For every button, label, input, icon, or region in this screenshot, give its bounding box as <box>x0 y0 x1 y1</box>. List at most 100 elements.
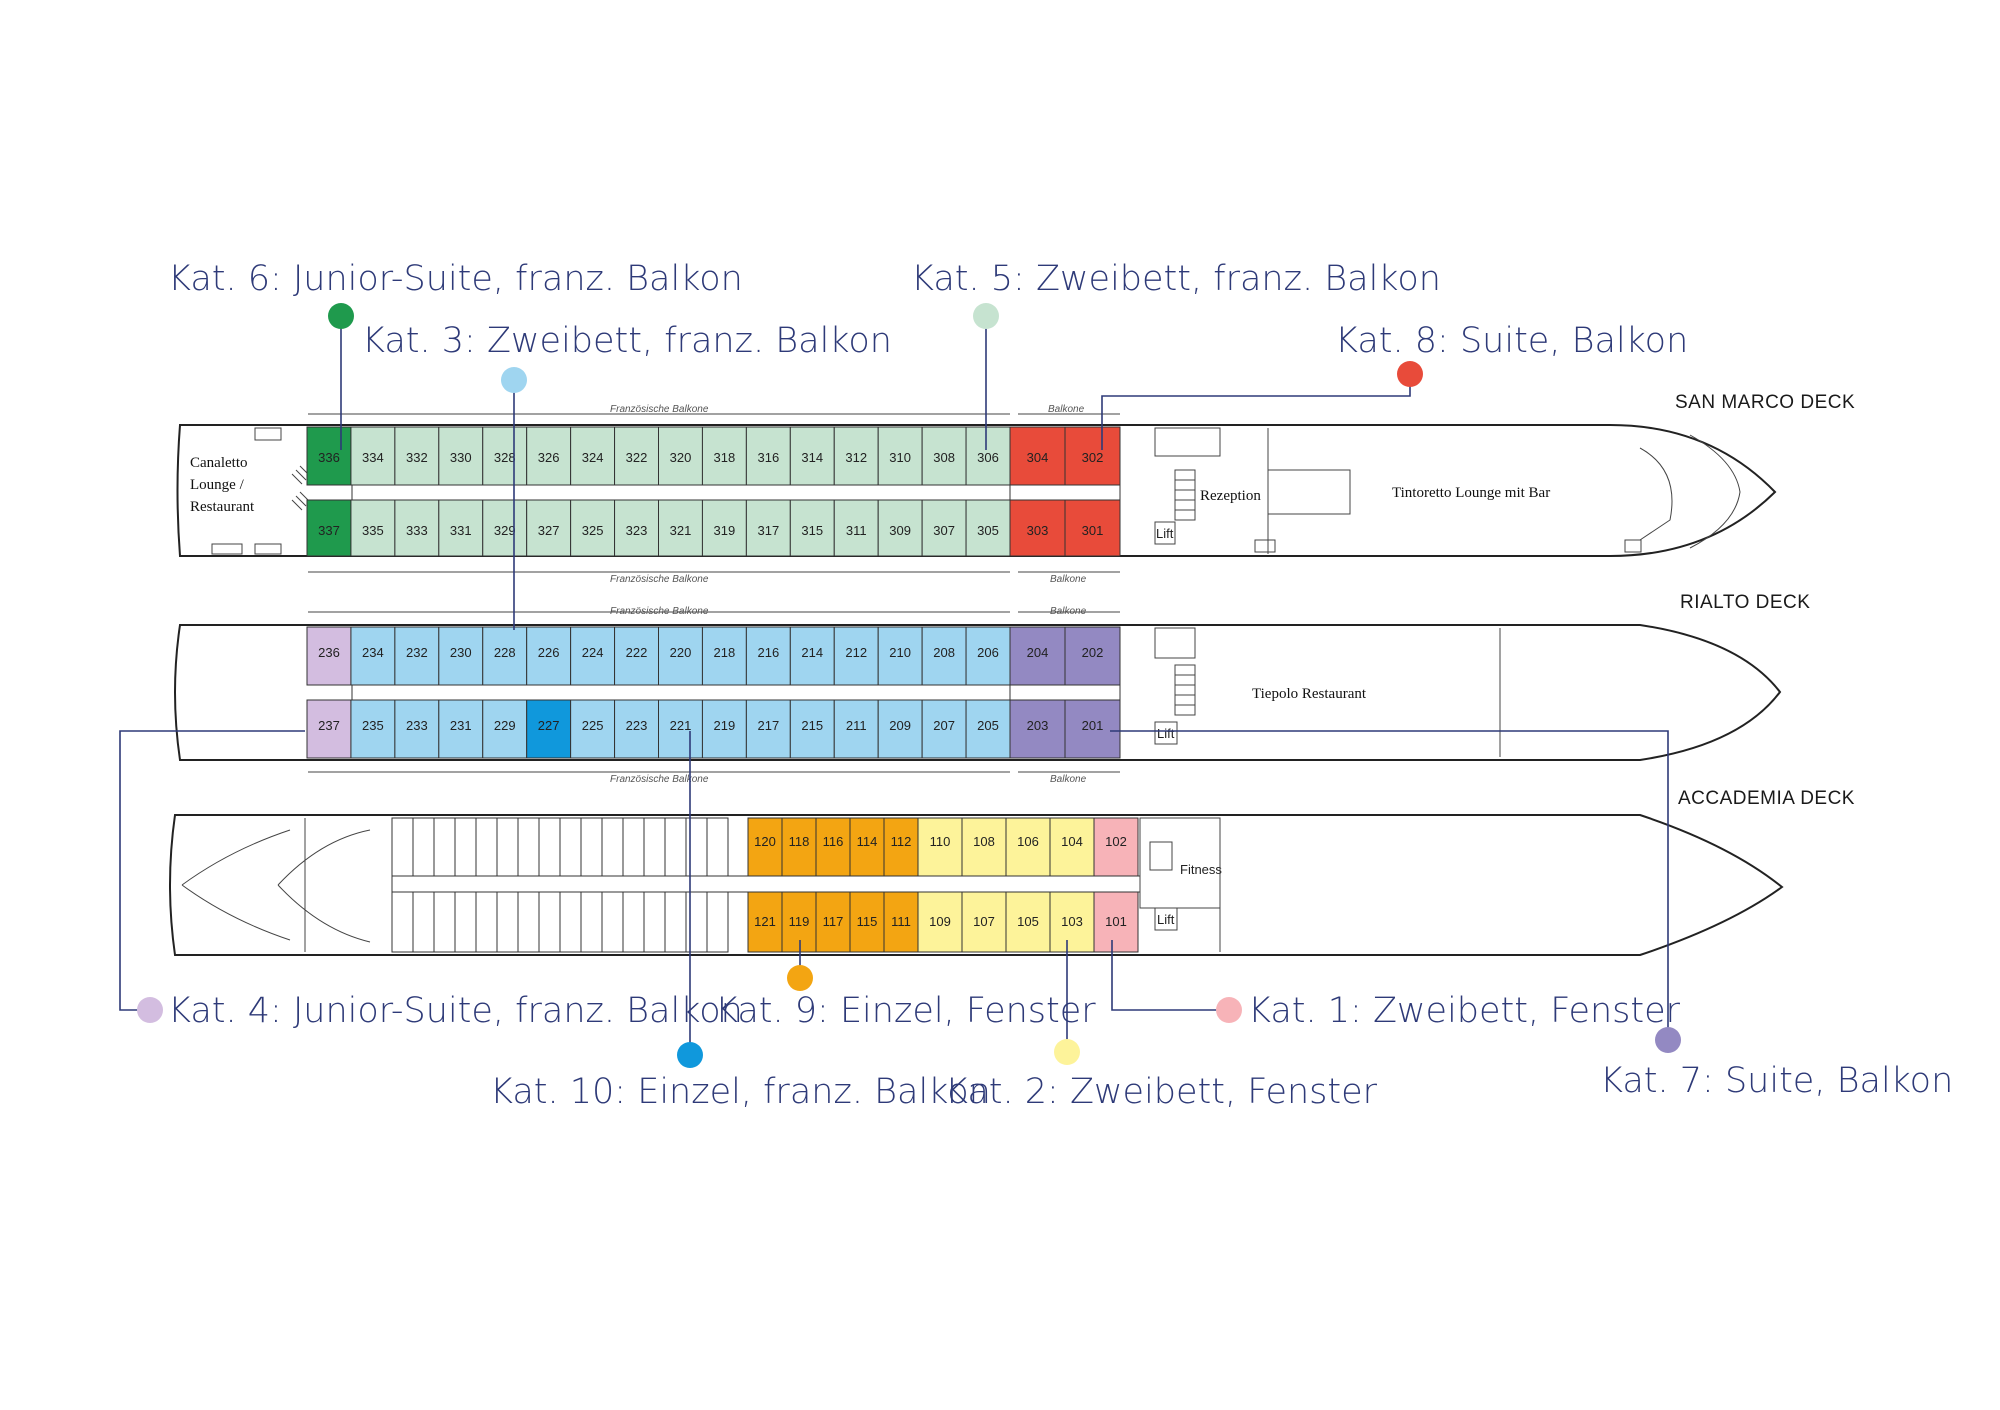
cabin-229[interactable] <box>482 699 528 759</box>
cabin-220[interactable] <box>658 626 703 686</box>
cabin-111[interactable] <box>883 891 919 953</box>
cabin-106[interactable] <box>1005 817 1051 877</box>
cabin-305[interactable] <box>965 499 1011 557</box>
cabin-227[interactable] <box>526 699 572 759</box>
cabin-114[interactable] <box>849 817 885 877</box>
cabin-233[interactable] <box>394 699 440 759</box>
cabin-308[interactable] <box>921 426 967 486</box>
cabin-number: 303 <box>1027 523 1049 538</box>
crew-cabin <box>559 817 582 877</box>
cabin-321[interactable] <box>658 499 703 557</box>
cabin-number: 208 <box>933 645 955 660</box>
cabin-328[interactable] <box>482 426 528 486</box>
cabin-119[interactable] <box>781 891 817 953</box>
cabin-226[interactable] <box>526 626 572 686</box>
cabin-number: 206 <box>977 645 999 660</box>
cabin-204[interactable] <box>1009 626 1066 686</box>
cabin-320[interactable] <box>658 426 703 486</box>
cabin-322[interactable] <box>614 426 659 486</box>
cabin-202[interactable] <box>1064 626 1121 686</box>
cabin-215[interactable] <box>789 699 835 759</box>
cabin-309[interactable] <box>877 499 923 557</box>
san-marco-deck-title: SAN MARCO DECK <box>1675 392 1855 413</box>
crew-cabin <box>580 817 603 877</box>
cabin-334[interactable] <box>350 426 396 486</box>
cabin-number: 234 <box>362 645 384 660</box>
cabin-number: 315 <box>801 523 823 538</box>
cabin-number: 210 <box>889 645 911 660</box>
cabin-209[interactable] <box>877 699 923 759</box>
crew-cabin <box>664 817 687 877</box>
cabin-316[interactable] <box>745 426 791 486</box>
cabin-number: 203 <box>1027 718 1049 733</box>
cabin-224[interactable] <box>570 626 616 686</box>
cabin-235[interactable] <box>350 699 396 759</box>
cabin-number: 106 <box>1017 834 1039 849</box>
cabin-number: 105 <box>1017 914 1039 929</box>
legend: Kat. 6: Junior-Suite, franz. Balkon Kat.… <box>137 259 1953 1112</box>
cabin-225[interactable] <box>570 699 616 759</box>
cabin-108[interactable] <box>961 817 1007 877</box>
legend-dot-kat2 <box>1054 1039 1080 1065</box>
cabin-120[interactable] <box>747 817 783 877</box>
crew-cabin <box>412 817 435 877</box>
cabin-203[interactable] <box>1009 699 1066 759</box>
cabin-number: 231 <box>450 718 472 733</box>
cabin-303[interactable] <box>1009 499 1066 557</box>
cabin-101[interactable] <box>1093 891 1139 953</box>
cabin-number: 305 <box>977 523 999 538</box>
cabin-102[interactable] <box>1093 817 1139 877</box>
cabin-324[interactable] <box>570 426 616 486</box>
cabin-115[interactable] <box>849 891 885 953</box>
legend-dot-kat3 <box>501 367 527 393</box>
cabin-212[interactable] <box>833 626 879 686</box>
cabin-301[interactable] <box>1064 499 1121 557</box>
cabin-315[interactable] <box>789 499 835 557</box>
legend-dot-kat1 <box>1216 997 1242 1023</box>
cabin-number: 226 <box>538 645 560 660</box>
cabin-121[interactable] <box>747 891 783 953</box>
cabin-219[interactable] <box>701 699 747 759</box>
cabin-319[interactable] <box>701 499 747 557</box>
cabin-116[interactable] <box>815 817 851 877</box>
rialto-balcony-labels: Französische Balkone Balkone Französisch… <box>308 606 1120 785</box>
cabin-336[interactable] <box>306 426 352 486</box>
cabin-333[interactable] <box>394 499 440 557</box>
cabin-103[interactable] <box>1049 891 1095 953</box>
cabin-335[interactable] <box>350 499 396 557</box>
cabin-317[interactable] <box>745 499 791 557</box>
cabin-330[interactable] <box>438 426 484 486</box>
cabin-329[interactable] <box>482 499 528 557</box>
cabin-211[interactable] <box>833 699 879 759</box>
cabin-236[interactable] <box>306 626 352 686</box>
cabin-201[interactable] <box>1064 699 1121 759</box>
cabin-221[interactable] <box>658 699 703 759</box>
cabin-number: 107 <box>973 914 995 929</box>
cabin-234[interactable] <box>350 626 396 686</box>
cabin-231[interactable] <box>438 699 484 759</box>
cabin-109[interactable] <box>917 891 963 953</box>
cabin-118[interactable] <box>781 817 817 877</box>
cabin-217[interactable] <box>745 699 791 759</box>
cabin-107[interactable] <box>961 891 1007 953</box>
cabin-214[interactable] <box>789 626 835 686</box>
cabin-206[interactable] <box>965 626 1011 686</box>
cabin-332[interactable] <box>394 426 440 486</box>
cabin-327[interactable] <box>526 499 572 557</box>
cabin-307[interactable] <box>921 499 967 557</box>
cabin-237[interactable] <box>306 699 352 759</box>
cabin-318[interactable] <box>701 426 747 486</box>
cabin-228[interactable] <box>482 626 528 686</box>
crew-cabin <box>391 891 414 953</box>
cabin-325[interactable] <box>570 499 616 557</box>
crew-cabin <box>538 891 561 953</box>
cabin-302[interactable] <box>1064 426 1121 486</box>
cabin-218[interactable] <box>701 626 747 686</box>
cabin-205[interactable] <box>965 699 1011 759</box>
cabin-104[interactable] <box>1049 817 1095 877</box>
corridor <box>391 875 1141 893</box>
cabin-323[interactable] <box>614 499 659 557</box>
cabin-310[interactable] <box>877 426 923 486</box>
cabin-number: 101 <box>1105 914 1127 929</box>
